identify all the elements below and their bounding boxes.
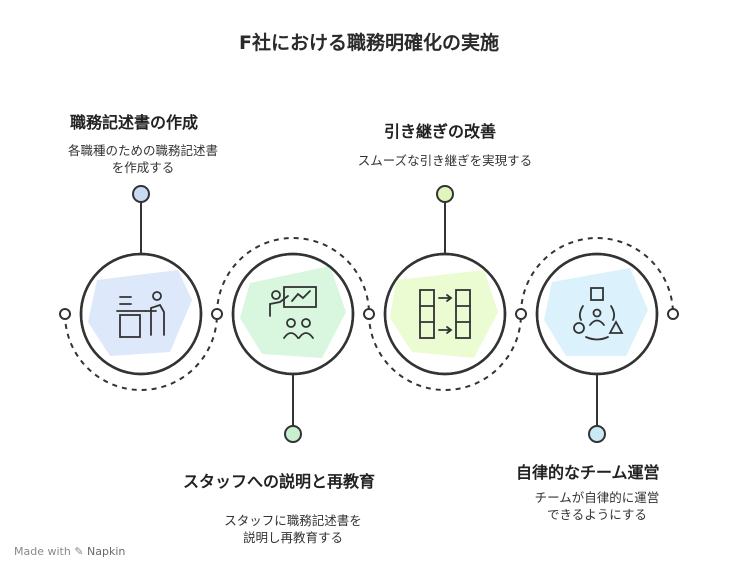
stems <box>140 202 598 426</box>
watermark-prefix: Made with <box>14 545 71 558</box>
team-shapes-icon <box>573 287 624 341</box>
arc-3-bottom <box>368 313 522 391</box>
step-2-description: スタッフに職務記述書を 説明し再教育する <box>198 512 388 546</box>
presenter-at-podium-icon <box>116 291 165 338</box>
step-2-desc-line-1: スタッフに職務記述書を <box>224 513 362 528</box>
watermark-brand: Napkin <box>87 545 126 558</box>
arc-2-top <box>216 237 370 315</box>
axis-dots <box>59 308 679 320</box>
pen-icon: ✎ <box>74 545 84 558</box>
diagram-title: F社における職務明確化の実施 <box>239 32 499 54</box>
step-circle-4 <box>535 252 659 376</box>
step-2-desc-line-2: 説明し再教育する <box>242 530 343 545</box>
step-circle-2 <box>231 252 355 376</box>
step-1-heading: 職務記述書の作成 <box>70 113 199 132</box>
arc-1-bottom <box>64 313 218 391</box>
step-4-heading: 自律的なチーム運営 <box>516 463 660 482</box>
step-4-desc-line-1: チームが自律的に運営 <box>534 490 660 505</box>
step-1-desc-line-1: 各職種のための職務記述書 <box>67 143 218 158</box>
teaching-group-icon <box>269 286 317 339</box>
step-1-desc-line-2: を作成する <box>111 160 175 175</box>
stem-pins <box>132 185 606 443</box>
step-3-heading: 引き継ぎの改善 <box>384 122 497 141</box>
step-circle-1 <box>79 252 203 376</box>
step-3-description: スムーズな引き継ぎを実現する <box>338 152 552 169</box>
step-4-description: チームが自律的に運営 できるようにする <box>508 489 686 523</box>
arc-4-top <box>520 237 674 315</box>
watermark: Made with ✎ Napkin <box>14 545 125 558</box>
handoff-columns-icon <box>419 289 471 339</box>
step-circle-3 <box>383 252 507 376</box>
dashed-arcs <box>64 237 674 391</box>
step-4-desc-line-2: できるようにする <box>547 507 647 522</box>
step-1-description: 各職種のための職務記述書 を作成する <box>48 142 238 176</box>
step-2-heading: スタッフへの説明と再教育 <box>183 472 376 491</box>
step-3-desc-line-1: スムーズな引き継ぎを実現する <box>357 153 533 168</box>
